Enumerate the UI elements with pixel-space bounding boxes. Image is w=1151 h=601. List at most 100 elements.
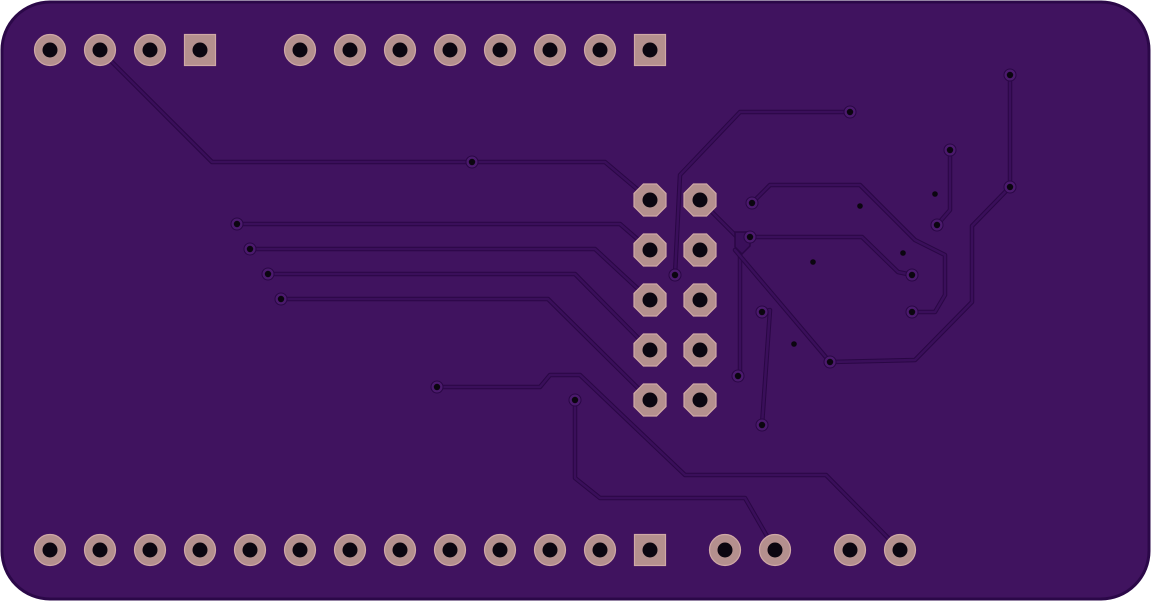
via-icon [731,369,745,383]
trace-header-to-bus [98,48,652,202]
pad-drill [592,542,608,558]
pad-drill [192,42,208,58]
via-drill [748,199,756,207]
via-icon [932,191,938,197]
via-icon [823,355,837,369]
via-drill [734,372,742,380]
via-icon [743,230,757,244]
pad-drill [542,42,558,58]
via-drill [233,220,241,228]
round-tht-pad-icon [683,283,717,317]
pad-drill [692,192,708,208]
pad-drill [392,542,408,558]
round-tht-pad-icon [683,333,717,367]
via-drill [933,221,941,229]
round-tht-pad-icon [533,533,567,567]
pad-drill [92,542,108,558]
pad-drill [392,42,408,58]
square-tht-pad-icon [183,33,217,67]
via-icon [1003,68,1017,82]
via-icon [230,217,244,231]
round-tht-pad-icon [333,33,367,67]
via-drill [1006,71,1014,79]
via-drill [810,259,816,265]
via-icon [274,292,288,306]
via-icon [465,155,479,169]
pad-drill [642,42,658,58]
via-drill [758,308,766,316]
pad-drill [642,342,658,358]
round-tht-pad-icon [633,383,667,417]
via-drill [758,421,766,429]
pad-drill [492,42,508,58]
round-tht-pad-icon [383,533,417,567]
via-drill [857,203,863,209]
via-icon [810,259,816,265]
pad-drill [292,542,308,558]
round-tht-pad-icon [133,33,167,67]
via-icon [905,305,919,319]
round-tht-pad-icon [633,183,667,217]
round-tht-pad-icon [83,533,117,567]
via-drill [264,270,272,278]
via-drill [1006,183,1014,191]
round-tht-pad-icon [433,33,467,67]
round-tht-pad-icon [133,533,167,567]
pad-drill [842,542,858,558]
via-icon [1003,180,1017,194]
pad-group [33,33,917,567]
round-tht-pad-icon [633,333,667,367]
round-tht-pad-icon [533,33,567,67]
pad-drill [692,342,708,358]
round-tht-pad-icon [833,533,867,567]
via-drill [791,341,797,347]
round-tht-pad-icon [33,33,67,67]
pad-drill [642,242,658,258]
pad-drill [892,542,908,558]
via-drill [671,271,679,279]
pad-drill [342,542,358,558]
via-drill [900,250,906,256]
pad-drill [442,542,458,558]
square-tht-pad-icon [633,533,667,567]
via-icon [930,218,944,232]
trace-via-to-header [673,110,852,277]
trace-right-b [750,183,947,314]
via-drill [468,158,476,166]
trace-left-2 [248,247,652,302]
via-icon [857,203,863,209]
pad-drill [542,542,558,558]
round-tht-pad-icon [283,533,317,567]
round-tht-pad-icon [683,233,717,267]
via-icon [261,267,275,281]
pad-drill [692,292,708,308]
pad-drill [492,542,508,558]
round-tht-pad-icon [33,533,67,567]
round-tht-pad-icon [583,33,617,67]
pad-drill [592,42,608,58]
trace-right-c [748,235,914,277]
pad-drill [642,292,658,308]
round-tht-pad-icon [683,383,717,417]
trace-via-down [573,398,777,552]
pad-drill [442,42,458,58]
round-tht-pad-icon [883,533,917,567]
via-drill [746,233,754,241]
round-tht-pad-icon [708,533,742,567]
via-icon [430,380,444,394]
pad-drill [642,192,658,208]
trace-left-3 [266,272,652,352]
via-icon [905,268,919,282]
via-drill [932,191,938,197]
round-tht-pad-icon [633,233,667,267]
pad-drill [642,542,658,558]
pad-drill [142,542,158,558]
trace-left-5 [435,373,902,552]
trace-left-4 [279,297,652,402]
round-tht-pad-icon [433,533,467,567]
via-icon [568,393,582,407]
pad-drill [292,42,308,58]
